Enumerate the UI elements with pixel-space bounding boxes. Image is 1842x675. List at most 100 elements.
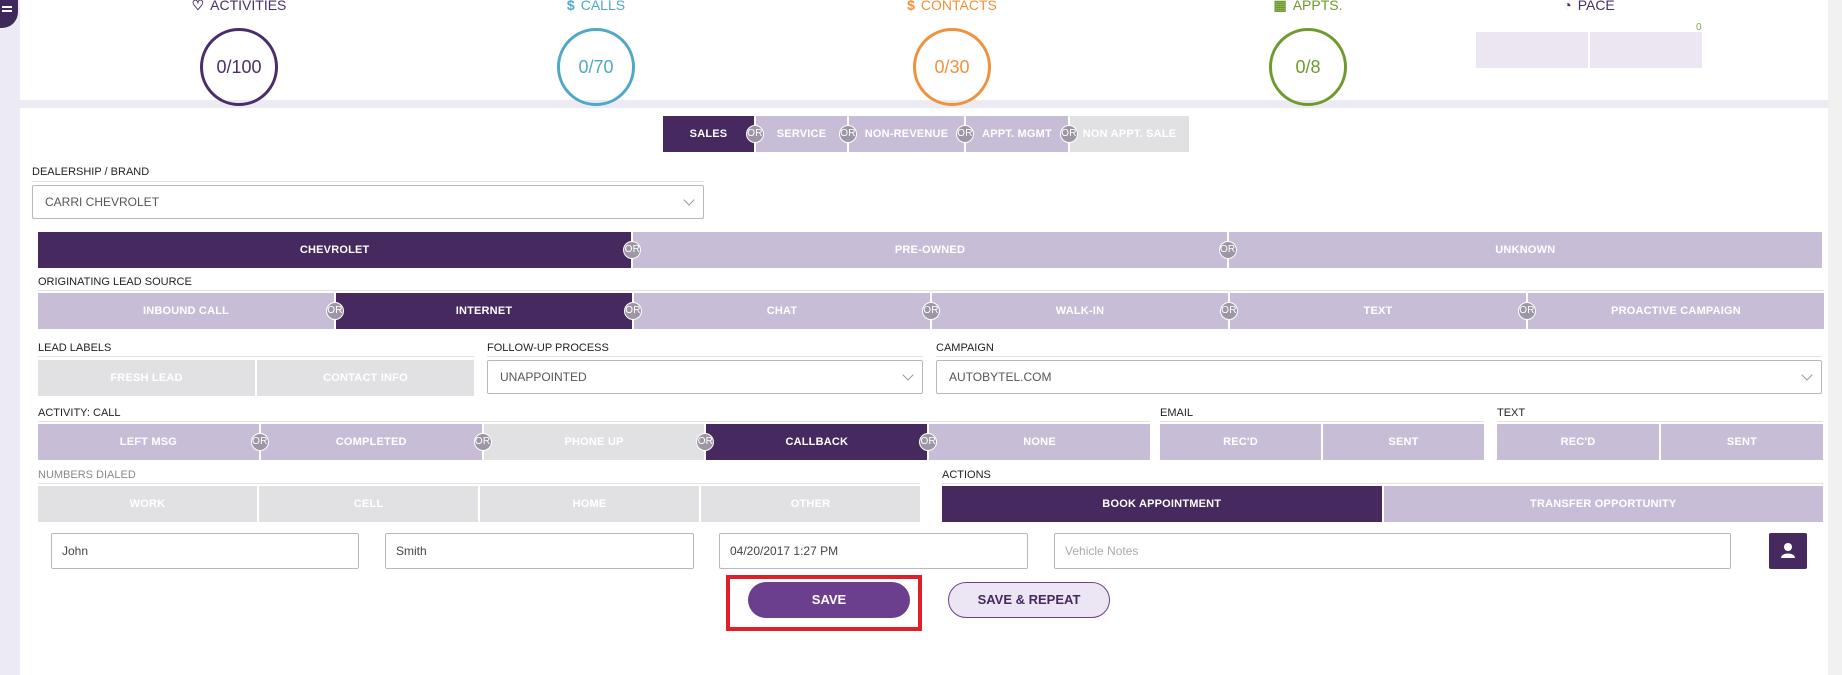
lead-labels-label: LEAD LABELS: [38, 342, 112, 354]
chevron-down-icon: [902, 369, 914, 381]
vehicle-notes-input[interactable]: Vehicle Notes: [1054, 533, 1731, 569]
activity-callback[interactable]: orCALLBACK: [696, 424, 928, 460]
email-sent[interactable]: SENT: [1321, 424, 1484, 460]
lead-label-contact-info[interactable]: CONTACT INFO: [255, 360, 474, 396]
chevron-down-icon: [683, 194, 695, 206]
or-badge: or: [746, 125, 764, 143]
action-book-appointment[interactable]: BOOK APPOINTMENT: [942, 486, 1382, 522]
activity-phone-up[interactable]: orPHONE UP: [473, 424, 705, 460]
number-work[interactable]: WORK: [38, 486, 257, 522]
campaign-value: AUTOBYTEL.COM: [949, 370, 1052, 384]
followup-value: UNAPPOINTED: [500, 370, 587, 384]
heartbeat-icon: ♡: [191, 0, 205, 13]
or-badge: or: [473, 433, 492, 451]
pace-bar: [1476, 32, 1702, 68]
activity-left-msg[interactable]: LEFT MSG: [38, 424, 259, 460]
tab-appt-mgmt[interactable]: orAPPT. MGMT: [956, 116, 1068, 152]
clock-icon: ◔: [1563, 0, 1572, 13]
stat-ring: 0/100: [200, 28, 278, 106]
campaign-label: CAMPAIGN: [936, 342, 994, 354]
divider: [942, 483, 1823, 484]
stat-label: APPTS.: [1292, 0, 1343, 13]
lead-source-inbound-call[interactable]: INBOUND CALL: [38, 293, 334, 329]
appointment-datetime-input[interactable]: 04/20/2017 1:27 PM: [719, 533, 1028, 569]
divider: [1497, 421, 1823, 422]
first-name-input[interactable]: John: [51, 533, 359, 569]
email-tabs: REC'D SENT: [1160, 424, 1484, 460]
save-repeat-button[interactable]: SAVE & REPEAT: [948, 582, 1110, 618]
lead-labels-tabs: FRESH LEAD CONTACT INFO: [38, 360, 474, 396]
lead-source-text[interactable]: orTEXT: [1220, 293, 1526, 329]
divider: [1160, 421, 1484, 422]
lead-source-label: ORIGINATING LEAD SOURCE: [38, 276, 192, 288]
brand-tabs: CHEVROLET orPRE-OWNED orUNKNOWN: [38, 232, 1822, 268]
or-badge: or: [1060, 125, 1078, 143]
email-recd[interactable]: REC'D: [1160, 424, 1321, 460]
number-home[interactable]: HOME: [478, 486, 699, 522]
stat-label: CONTACTS: [920, 0, 997, 13]
dealership-select[interactable]: CARRI CHEVROLET: [32, 185, 704, 219]
tab-sales[interactable]: SALES: [663, 116, 754, 152]
menu-button[interactable]: [0, 0, 18, 28]
stat-calls: $CALLS 0/70: [476, 0, 716, 106]
last-name-input[interactable]: Smith: [385, 533, 694, 569]
or-badge: or: [250, 433, 269, 451]
or-badge: or: [696, 433, 715, 451]
calendar-icon: ▦: [1273, 0, 1287, 13]
tab-non-appt-sale[interactable]: orNON APPT. SALE: [1060, 116, 1189, 152]
number-other[interactable]: OTHER: [699, 486, 920, 522]
lead-label-fresh-lead[interactable]: FRESH LEAD: [38, 360, 255, 396]
user-button[interactable]: [1769, 533, 1807, 569]
lead-source-walk-in[interactable]: orWALK-IN: [922, 293, 1228, 329]
stat-appts: ▦ APPTS. 0/8: [1188, 0, 1428, 106]
followup-label: FOLLOW-UP PROCESS: [487, 342, 609, 354]
dollar-icon: $: [907, 0, 915, 13]
stat-ring: 0/70: [557, 28, 635, 106]
save-highlight: [726, 575, 922, 631]
actions-label: ACTIONS: [942, 469, 991, 481]
stat-label: PACE: [1577, 0, 1615, 13]
brand-chevrolet[interactable]: CHEVROLET: [38, 232, 632, 268]
menu-icon: [2, 6, 12, 8]
or-badge: or: [1220, 302, 1238, 320]
stat-ring: 0/8: [1269, 28, 1347, 106]
divider: [487, 356, 923, 357]
activity-none[interactable]: orNONE: [919, 424, 1150, 460]
email-label: EMAIL: [1160, 407, 1194, 419]
dealership-label: DEALERSHIP / BRAND: [32, 166, 150, 178]
lead-source-proactive-campaign[interactable]: orPROACTIVE CAMPAIGN: [1518, 293, 1824, 329]
tab-non-revenue[interactable]: orNON-REVENUE: [839, 116, 964, 152]
followup-select[interactable]: UNAPPOINTED: [487, 360, 923, 394]
text-recd[interactable]: REC'D: [1497, 424, 1659, 460]
menu-icon-bar: [2, 10, 12, 12]
brand-unknown[interactable]: orUNKNOWN: [1218, 232, 1822, 268]
divider: [32, 181, 704, 182]
user-icon: [1781, 543, 1795, 558]
text-sent[interactable]: SENT: [1659, 424, 1823, 460]
brand-pre-owned[interactable]: orPRE-OWNED: [623, 232, 1227, 268]
number-cell[interactable]: CELL: [257, 486, 478, 522]
chevron-down-icon: [1801, 369, 1813, 381]
stats-panel: ♡ACTIVITIES 0/100 $CALLS 0/70 $CONTACTS …: [20, 0, 1840, 106]
scrollbar[interactable]: [1828, 0, 1842, 675]
divider: [936, 356, 1822, 357]
or-badge: or: [839, 125, 857, 143]
activity-completed[interactable]: orCOMPLETED: [250, 424, 482, 460]
stat-contacts: $CONTACTS 0/30: [832, 0, 1072, 106]
stat-activities: ♡ ACTIVITIES 0/100: [119, 0, 359, 106]
divider: [38, 290, 1824, 291]
or-badge: or: [922, 302, 940, 320]
text-label: TEXT: [1497, 407, 1526, 419]
divider: [38, 356, 474, 357]
action-transfer-opportunity[interactable]: TRANSFER OPPORTUNITY: [1381, 486, 1823, 522]
stat-label: ACTIVITIES: [210, 0, 287, 13]
lead-source-tabs: INBOUND CALL orINTERNET orCHAT orWALK-IN…: [38, 293, 1824, 329]
lead-source-internet[interactable]: orINTERNET: [326, 293, 632, 329]
dollar-icon: $: [566, 0, 575, 13]
lead-source-chat[interactable]: orCHAT: [624, 293, 930, 329]
campaign-select[interactable]: AUTOBYTEL.COM: [936, 360, 1822, 394]
numbers-dialed-tabs: WORK CELL HOME OTHER: [38, 486, 920, 522]
tab-service[interactable]: orSERVICE: [746, 116, 847, 152]
activity-call-tabs: LEFT MSG orCOMPLETED orPHONE UP orCALLBA…: [38, 424, 1150, 460]
save-button[interactable]: SAVE: [748, 582, 910, 618]
